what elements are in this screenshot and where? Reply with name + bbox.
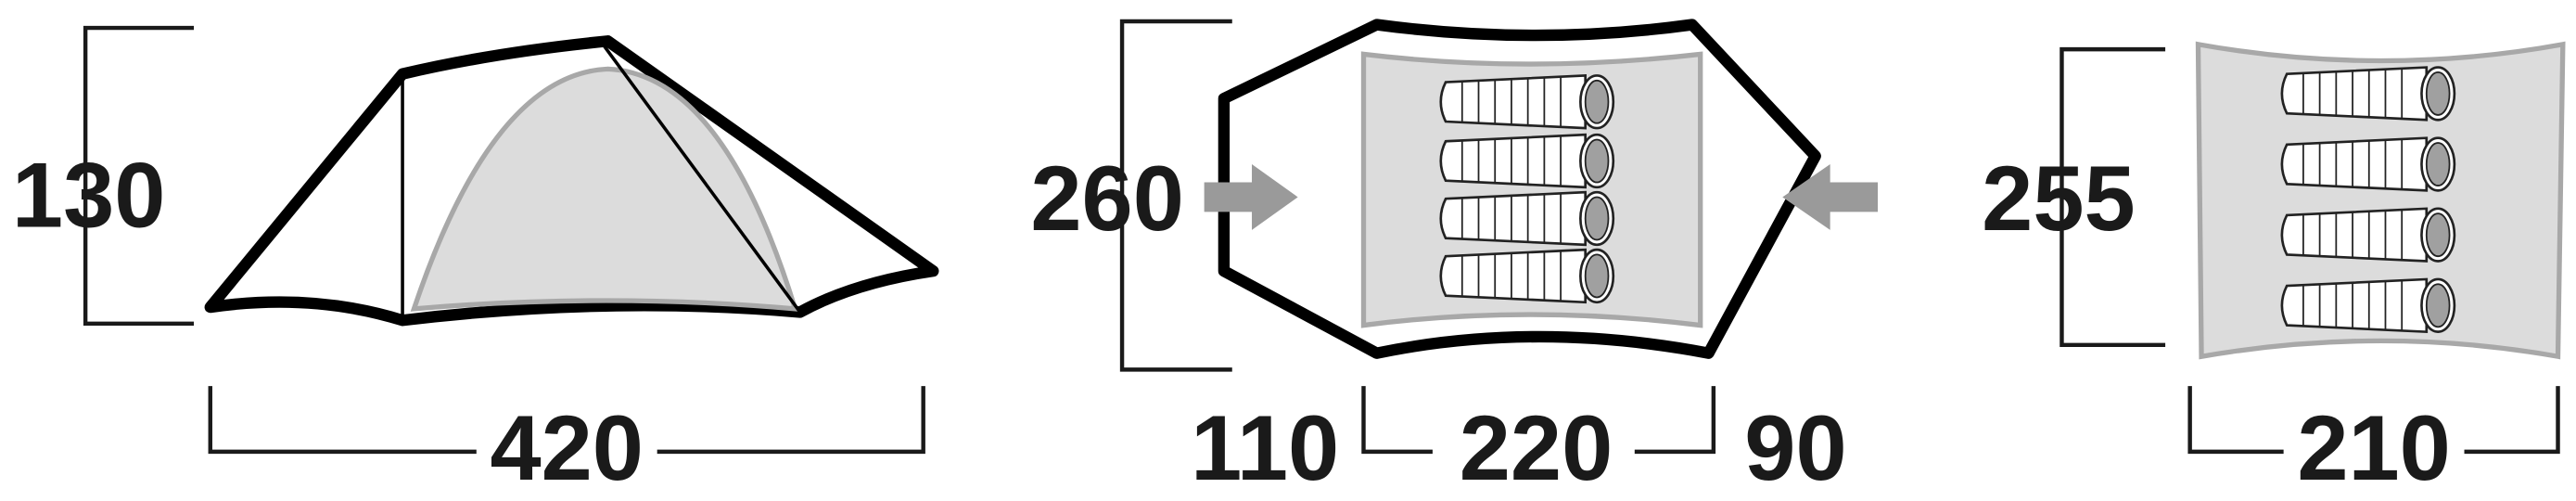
width-bracket xyxy=(1119,19,1232,372)
inner-length-label: 210 xyxy=(2297,397,2451,500)
sleeping-bag xyxy=(2280,136,2456,192)
length-bracket xyxy=(1361,386,1716,455)
inner-width-label: 255 xyxy=(1982,148,2136,250)
sleeping-bag xyxy=(1439,190,1615,247)
sleeping-bag xyxy=(1439,248,1615,304)
inner-tent-view: 255 210 xyxy=(1982,41,2566,500)
inner-length-label: 220 xyxy=(1460,397,1613,500)
width-bracket xyxy=(2060,46,2166,348)
side-view: 130 420 xyxy=(12,25,939,500)
vestibule-front-label: 110 xyxy=(1191,397,1339,500)
side-height-label: 130 xyxy=(12,144,166,247)
height-bracket xyxy=(83,25,195,326)
inner-dome xyxy=(410,66,799,312)
sleeping-bag xyxy=(1439,74,1615,130)
sleeping-bag xyxy=(1439,133,1615,189)
top-width-label: 260 xyxy=(1030,148,1184,250)
length-bracket xyxy=(208,386,925,455)
top-view: 260 110 220 90 xyxy=(1030,19,1879,500)
sleeping-bag xyxy=(2280,207,2456,263)
length-bracket xyxy=(2187,386,2560,455)
side-length-label: 420 xyxy=(490,397,644,500)
sleeping-bag xyxy=(2280,277,2456,333)
pole-2 xyxy=(601,43,802,314)
sleeping-bag xyxy=(2280,66,2456,122)
inner-tent-floor xyxy=(2195,41,2566,360)
vestibule-rear-label: 90 xyxy=(1744,397,1846,500)
entrance-arrow-left xyxy=(1204,164,1298,230)
